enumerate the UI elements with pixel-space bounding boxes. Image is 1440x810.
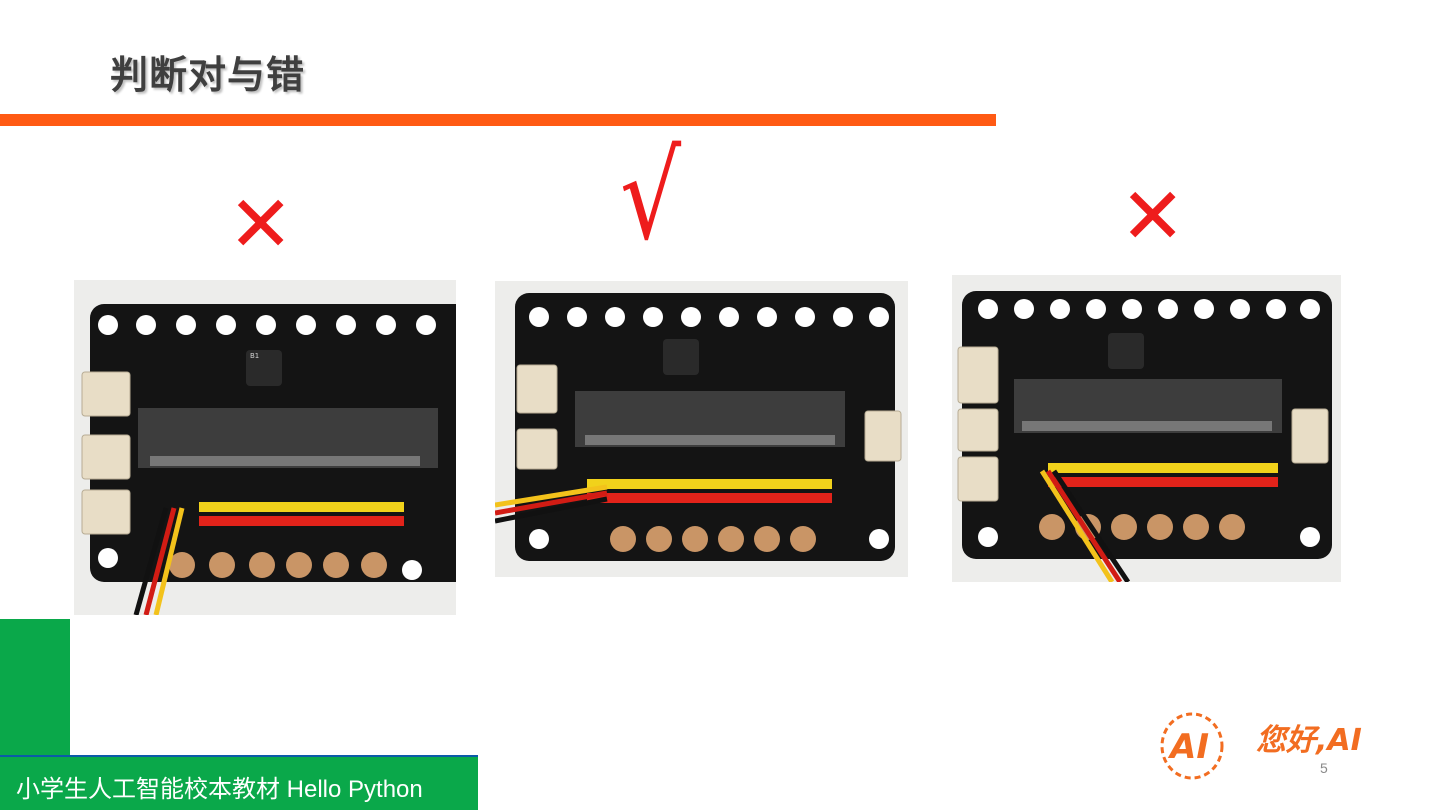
board-photo-center [495,281,908,577]
wrong-mark-left: ✕ [228,180,294,270]
board-photo-right [952,275,1341,582]
footer-text: 小学生人工智能校本教材 Hello Python [16,776,423,803]
svg-text:您好,AI: 您好,AI [1256,723,1362,758]
expansion-board-image: B1 [74,280,456,615]
svg-text:AI: AI [1167,727,1209,767]
page-number: 5 [1320,760,1328,776]
correct-mark-center: √ [620,128,682,267]
board-photo-left: B1 [74,280,456,615]
expansion-board-image [495,281,908,577]
footer-bar: 小学生人工智能校本教材 Hello Python [0,755,478,810]
wrong-mark-right: ✕ [1120,172,1186,262]
brand-logo: AI 您好,AI [1160,712,1362,780]
slide-title: 判断对与错 [110,53,306,97]
buzzer-label: B1 [250,352,259,360]
title-underline [0,114,996,126]
expansion-board-image [952,275,1341,582]
